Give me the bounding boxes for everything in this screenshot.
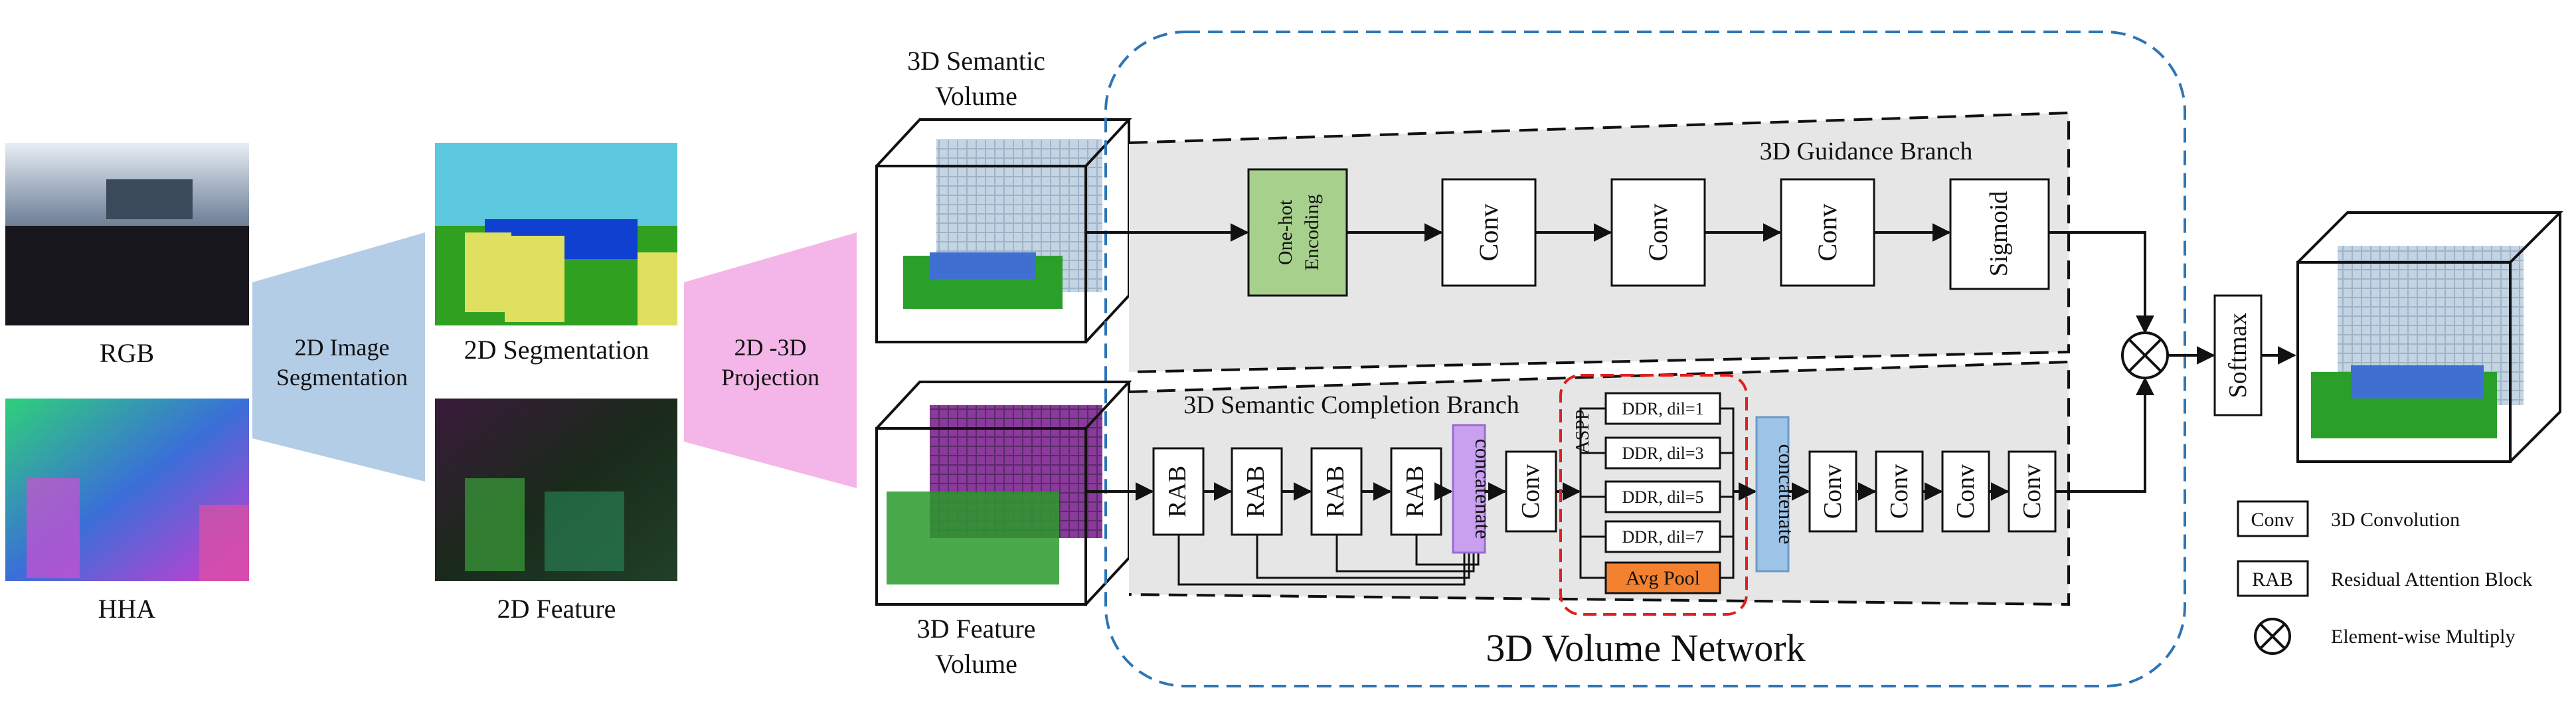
segmentation-stage-line1: 2D Image [295,334,390,361]
ddr-dil-7-label: DDR, dil=7 [1622,527,1703,547]
rgb-label: RGB [100,338,154,368]
projection-trapezoid [684,232,857,488]
rab-blocks: RAB RAB RAB RAB [1152,447,1442,536]
feature-volume-label-line2: Volume [935,649,1017,679]
sigmoid-label: Sigmoid [1985,191,2013,277]
rgb-image [5,143,249,325]
output-volume-cube [2296,211,2563,463]
final-conv-1-label: Conv [1819,464,1847,519]
completion-branch-bg [1129,362,2069,604]
concatenate-block [1452,424,1486,554]
segmentation-image [435,143,677,325]
semantic-volume-cube [875,118,1132,343]
skip-connections [1177,535,1480,586]
concatenate-label: concatenate [1471,439,1495,539]
ddr-dil-1-label: DDR, dil=1 [1622,399,1703,418]
guidance-branch-bg [1129,113,2069,372]
feature-label: 2D Feature [497,594,616,624]
legend-multiply-desc: Element-wise Multiply [2331,626,2515,648]
completion-conv-label: Conv [1517,464,1545,519]
guidance-conv-2-label: Conv [1643,204,1673,262]
rab-3-label: RAB [1322,466,1349,517]
onehot-line2: Encoding [1301,195,1323,271]
onehot-encoding-block [1247,168,1348,297]
sigmoid-block [1949,178,2050,290]
legend-conv-box [2237,500,2309,537]
semantic-volume-label-line1: 3D Semantic [907,46,1045,76]
ddr-dil-7 [1604,520,1721,553]
final-conv-4-label: Conv [2018,464,2046,519]
volume-network-container [1104,31,2186,687]
ddr-dil-5-label: DDR, dil=5 [1622,488,1703,507]
segmentation-label: 2D Segmentation [464,335,649,365]
completion-branch-title: 3D Semantic Completion Branch [1183,391,1519,419]
ddr-dil-5 [1604,480,1721,513]
rab-4 [1390,447,1442,536]
aspp-label: ASPP [1573,410,1593,454]
final-conv-1 [1808,450,1857,533]
concatenate-aspp-label: concatenate [1774,444,1798,545]
rab-3 [1310,447,1363,536]
legend-rab-key: RAB [2252,569,2293,590]
segmentation-trapezoid [252,232,425,482]
guidance-conv-1 [1441,178,1537,287]
final-conv-3 [1941,450,1990,533]
ddr-dil-3-label: DDR, dil=3 [1622,444,1703,463]
softmax-label: Softmax [2224,313,2252,399]
rab-2 [1231,447,1283,536]
avg-pool-block [1604,561,1721,594]
projection-stage-line1: 2D -3D [734,334,807,361]
ddr-dil-3 [1604,436,1721,470]
volume-network-title: 3D Volume Network [1486,626,1805,670]
avg-pool-label: Avg Pool [1626,567,1700,589]
ddr-dil-1 [1604,392,1721,425]
onehot-line1: One-hot [1274,199,1296,265]
feature-volume-label-line1: 3D Feature [917,614,1036,644]
completion-conv [1505,450,1557,533]
guidance-conv-3-label: Conv [1812,204,1842,262]
multiply-icon [2121,331,2169,379]
aspp-container [1559,374,1748,616]
legend-rab-box [2237,560,2309,597]
legend-multiply-icon [2254,618,2291,655]
legend-conv-key: Conv [2251,509,2294,531]
rab-1-label: RAB [1163,466,1191,517]
guidance-branch-title: 3D Guidance Branch [1760,137,1973,165]
hha-label: HHA [98,594,156,624]
rab-1 [1152,447,1205,536]
feature-volume-cube [875,381,1132,606]
guidance-conv-1-label: Conv [1474,204,1503,262]
legend-rab-desc: Residual Attention Block [2331,569,2532,590]
rab-4-label: RAB [1401,466,1429,517]
final-conv-2 [1875,450,1924,533]
guidance-conv-3 [1780,178,1875,287]
final-conv-3-label: Conv [1952,464,1980,519]
projection-stage-line2: Projection [721,364,819,391]
legend-conv-desc: 3D Convolution [2331,509,2460,531]
final-conv-2-label: Conv [1885,464,1913,519]
concatenate-aspp-block [1755,416,1790,573]
semantic-volume-label-line2: Volume [935,81,1017,111]
feature-image [435,399,677,581]
guidance-conv-2 [1610,178,1706,287]
hha-image [5,399,249,581]
final-conv-4 [2008,450,2057,533]
legend: Conv 3D Convolution RAB Residual Attenti… [2237,500,2532,655]
rab-2-label: RAB [1242,466,1270,517]
segmentation-stage-line2: Segmentation [276,364,408,391]
